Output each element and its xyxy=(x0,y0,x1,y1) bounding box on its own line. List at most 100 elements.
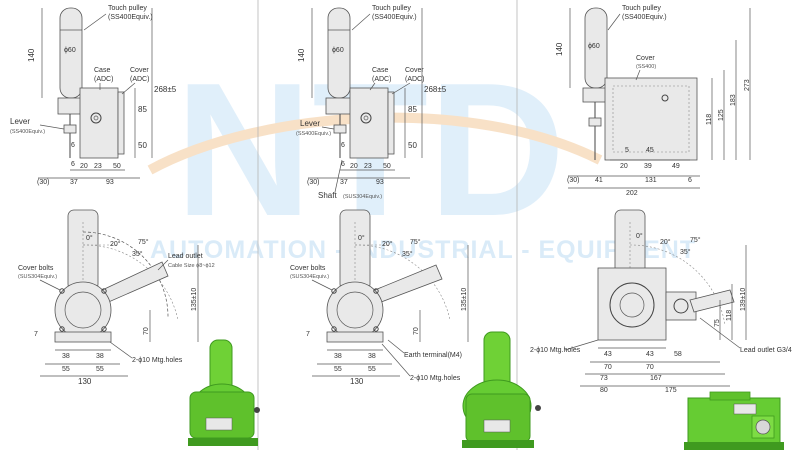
svg-text:268±5: 268±5 xyxy=(424,85,447,94)
svg-text:23: 23 xyxy=(364,163,372,170)
cover-box-shape xyxy=(604,77,698,161)
panel-1-front-view: 0° 20° 35° 75° Lead outlet Cable Size ϕ8… xyxy=(18,209,215,386)
svg-text:38: 38 xyxy=(96,353,104,360)
svg-text:70: 70 xyxy=(646,364,654,371)
svg-text:70: 70 xyxy=(604,364,612,371)
svg-text:43: 43 xyxy=(604,351,612,358)
svg-text:50: 50 xyxy=(408,141,417,150)
svg-text:38: 38 xyxy=(368,353,376,360)
svg-text:Lever: Lever xyxy=(10,117,30,126)
panel-3-side-view: 140 ϕ60 Touch pulley (SS400Equiv.) Cover… xyxy=(555,5,751,197)
svg-text:93: 93 xyxy=(106,179,114,186)
nameplate xyxy=(205,417,233,431)
svg-text:(ADC): (ADC) xyxy=(130,76,149,83)
svg-text:6: 6 xyxy=(688,177,692,184)
svg-text:35°: 35° xyxy=(132,250,143,258)
svg-text:(ADC): (ADC) xyxy=(94,76,113,83)
svg-text:58: 58 xyxy=(674,351,682,358)
svg-text:20: 20 xyxy=(350,163,358,170)
svg-text:(SUS304Equiv.): (SUS304Equiv.) xyxy=(18,274,57,280)
svg-text:139±10: 139±10 xyxy=(740,288,747,311)
switch-body-round xyxy=(54,281,112,339)
svg-text:20°: 20° xyxy=(382,240,393,248)
cover-shape xyxy=(117,91,125,155)
svg-text:6: 6 xyxy=(71,142,75,149)
svg-text:39: 39 xyxy=(644,163,652,170)
svg-text:Touch pulley: Touch pulley xyxy=(372,5,411,12)
svg-text:(30): (30) xyxy=(37,179,49,186)
svg-text:41: 41 xyxy=(595,177,603,184)
svg-text:131: 131 xyxy=(645,177,657,184)
svg-text:7: 7 xyxy=(34,331,38,338)
svg-text:Cover bolts: Cover bolts xyxy=(290,265,326,272)
svg-text:(ADC): (ADC) xyxy=(372,76,391,83)
svg-text:20: 20 xyxy=(620,163,628,170)
svg-text:175: 175 xyxy=(665,387,677,394)
svg-text:Cover bolts: Cover bolts xyxy=(18,265,54,272)
svg-text:140: 140 xyxy=(555,42,564,56)
svg-text:Case: Case xyxy=(94,67,110,74)
svg-text:37: 37 xyxy=(70,179,78,186)
svg-text:75°: 75° xyxy=(410,238,421,246)
svg-text:0°: 0° xyxy=(636,232,643,240)
svg-text:37: 37 xyxy=(340,179,348,186)
svg-text:20°: 20° xyxy=(110,240,121,248)
svg-text:Lever: Lever xyxy=(300,119,320,128)
svg-text:Cable Size ϕ8~ϕ12: Cable Size ϕ8~ϕ12 xyxy=(168,263,215,269)
svg-text:70: 70 xyxy=(413,327,420,335)
svg-text:Lead outlet G3/4: Lead outlet G3/4 xyxy=(740,347,792,354)
svg-text:(30): (30) xyxy=(567,177,579,184)
svg-text:85: 85 xyxy=(138,105,147,114)
product-photo-1 xyxy=(188,339,260,446)
panel-1-side-view: 140 ϕ60 85 50 268±5 Touch pulley (SS400E… xyxy=(10,5,177,186)
svg-text:35°: 35° xyxy=(402,250,413,258)
svg-text:35°: 35° xyxy=(680,248,691,256)
svg-text:38: 38 xyxy=(62,353,70,360)
product-photo-2 xyxy=(462,331,541,448)
svg-text:50: 50 xyxy=(138,141,147,150)
svg-text:130: 130 xyxy=(350,377,364,386)
svg-text:Cover: Cover xyxy=(405,67,424,74)
svg-text:50: 50 xyxy=(113,163,121,170)
svg-text:6: 6 xyxy=(71,161,75,168)
svg-text:183: 183 xyxy=(730,94,737,106)
svg-text:Case: Case xyxy=(372,67,388,74)
svg-text:20°: 20° xyxy=(660,238,671,246)
svg-text:Cover: Cover xyxy=(130,67,149,74)
svg-text:49: 49 xyxy=(672,163,680,170)
svg-text:130: 130 xyxy=(78,377,92,386)
svg-text:ϕ60: ϕ60 xyxy=(332,47,344,54)
svg-text:(SS400Equiv.): (SS400Equiv.) xyxy=(296,131,331,137)
svg-text:7: 7 xyxy=(306,331,310,338)
svg-text:75°: 75° xyxy=(138,238,149,246)
svg-text:Earth terminal(M4): Earth terminal(M4) xyxy=(404,352,462,359)
svg-text:268±5: 268±5 xyxy=(154,85,177,94)
svg-text:(30): (30) xyxy=(307,179,319,186)
watermark-tagline: AUTOMATION - INDUSTRIAL - EQUIPMENT xyxy=(150,236,696,264)
svg-text:Shaft: Shaft xyxy=(318,191,337,200)
svg-text:80: 80 xyxy=(600,387,608,394)
product-photo-3 xyxy=(684,391,784,450)
panel-3-front-view: 0° 20° 35° 75° 75 118 139±10 43 43 58 70… xyxy=(530,209,792,394)
svg-text:118: 118 xyxy=(726,310,733,321)
svg-text:140: 140 xyxy=(297,48,306,62)
svg-text:5: 5 xyxy=(625,147,629,154)
svg-text:70: 70 xyxy=(143,327,150,335)
svg-text:ϕ60: ϕ60 xyxy=(64,47,76,54)
nameplate xyxy=(733,403,757,415)
svg-text:Touch pulley: Touch pulley xyxy=(622,5,661,12)
svg-text:73: 73 xyxy=(600,375,608,382)
svg-text:125: 125 xyxy=(718,109,725,121)
svg-text:(SUS304Equiv.): (SUS304Equiv.) xyxy=(343,194,382,200)
svg-text:2-ϕ10 Mtg.holes: 2-ϕ10 Mtg.holes xyxy=(530,347,581,354)
nameplate xyxy=(483,419,511,433)
svg-text:93: 93 xyxy=(376,179,384,186)
svg-text:118: 118 xyxy=(706,114,713,125)
svg-text:(SS400Equiv.): (SS400Equiv.) xyxy=(622,14,667,21)
svg-text:(SS400Equiv.): (SS400Equiv.) xyxy=(108,14,153,21)
svg-text:(ADC): (ADC) xyxy=(405,76,424,83)
svg-text:0°: 0° xyxy=(86,234,93,242)
svg-text:2-ϕ10 Mtg.holes: 2-ϕ10 Mtg.holes xyxy=(132,357,183,364)
lead-outlet-shape xyxy=(665,291,697,321)
